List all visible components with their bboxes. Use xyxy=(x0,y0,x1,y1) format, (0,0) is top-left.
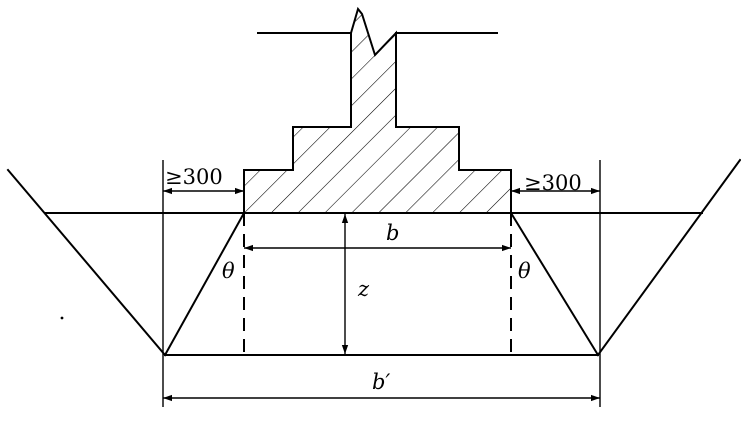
right-clearance-label: ≥300 xyxy=(524,171,582,195)
footing-width-label: b xyxy=(386,221,399,245)
depth-label: z xyxy=(357,277,370,301)
trench-left-wall xyxy=(6,168,246,357)
pressure-angle-right-label: θ xyxy=(518,259,531,283)
left-clearance-label: ≥300 xyxy=(165,165,223,189)
scan-speck xyxy=(60,316,64,320)
stepped-footing xyxy=(243,6,512,214)
bottom-width-label: b′ xyxy=(372,370,390,394)
pressure-angle-left-label: θ xyxy=(222,259,235,283)
